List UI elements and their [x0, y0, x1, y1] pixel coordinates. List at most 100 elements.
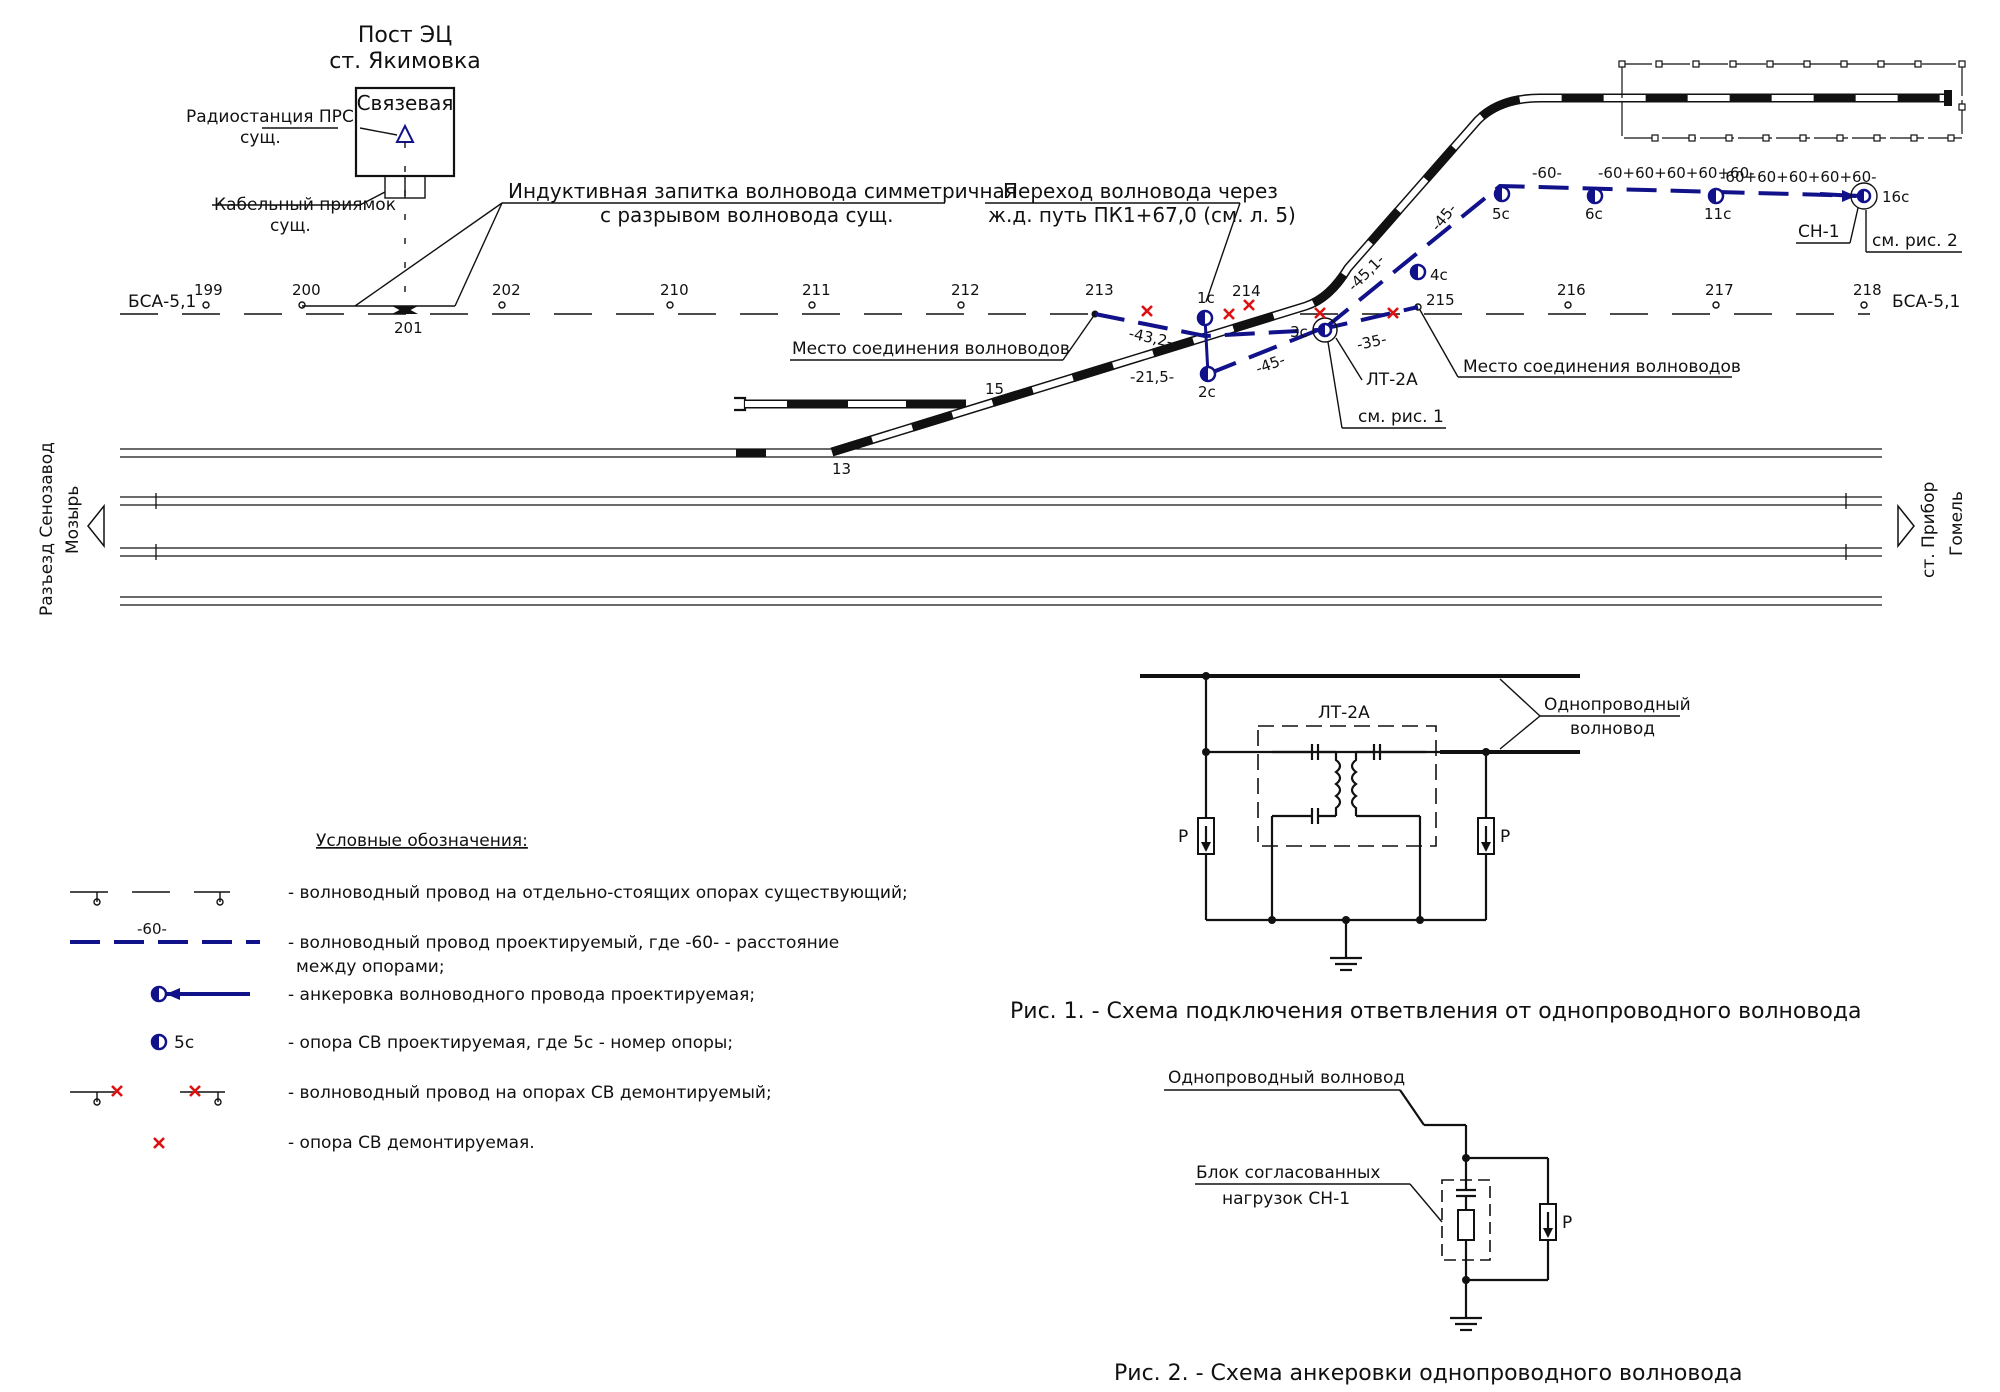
svg-text:-60-: -60- [1532, 164, 1562, 182]
svg-text:199: 199 [194, 281, 223, 299]
pole-4c: 4с [1409, 263, 1448, 284]
figure-1: Однопроводный волновод ЛТ-2А Р Р [1010, 672, 1862, 1024]
sn1-label: СН-1 [1798, 222, 1840, 242]
post-room-label: Связевая [357, 91, 454, 115]
pole-199: 199 [194, 281, 223, 309]
legend-existing-line: - волноводный провод на отдельно-стоящих… [70, 883, 908, 906]
pole-216: 216 [1557, 281, 1586, 309]
pole-201: 201 [394, 319, 423, 337]
transformer-icon [1334, 752, 1342, 816]
pole-202: 202 [492, 281, 521, 309]
pole-6c: 6с [1585, 187, 1604, 223]
join-right-label: Место соединения волноводов [1463, 357, 1741, 377]
svg-text:16с: 16с [1882, 188, 1909, 206]
removed-poles [1141, 299, 1399, 320]
svg-text:201: 201 [394, 319, 423, 337]
svg-text:Гомель: Гомель [1947, 491, 1967, 556]
main-tracks [120, 448, 1882, 606]
svg-text:-60+60+60+60+60-: -60+60+60+60+60- [1720, 168, 1877, 186]
radio-station-icon [395, 123, 415, 143]
pole-1c: 1с [1196, 289, 1215, 327]
svg-text:нагрузок СН-1: нагрузок СН-1 [1222, 1189, 1350, 1209]
lt2a-label: ЛТ-2А [1366, 370, 1418, 390]
pole-210: 210 [660, 281, 689, 309]
existing-poles: 199 200 201 202 210 211 212 213 214 215 … [194, 281, 1882, 337]
pole-212: 212 [951, 281, 980, 309]
svg-text:213: 213 [1085, 281, 1114, 299]
svg-text:5с: 5с [1492, 205, 1510, 223]
svg-text:215: 215 [1426, 291, 1455, 309]
svg-text:1с: 1с [1197, 289, 1215, 307]
svg-text:Р: Р [1562, 1213, 1572, 1233]
legend-removed-pole: - опора СВ демонтируемая. [153, 1133, 535, 1153]
new-poles: 1с 2с 3с 4с 5с 6с 11с 16с [1196, 182, 1909, 401]
post-title: Пост ЭЦ [358, 23, 452, 48]
svg-text:211: 211 [802, 281, 831, 299]
post-station: ст. Якимовка [329, 49, 481, 74]
inductive-feed-callout: Индуктивная запитка волновода симметричн… [354, 179, 1017, 307]
removed-pole-x [1223, 308, 1235, 320]
svg-text:-35-: -35- [1355, 330, 1388, 354]
svg-text:-60+60+60+60+60-: -60+60+60+60+60- [1598, 164, 1755, 182]
radio-callout-1: Радиостанция ПРС [186, 107, 354, 127]
pole-3c: 3с [1290, 317, 1338, 343]
svg-text:210: 210 [660, 281, 689, 299]
svg-text:218: 218 [1853, 281, 1882, 299]
bsa-right-label: БСА-5,1 [1892, 292, 1960, 312]
svg-text:216: 216 [1557, 281, 1586, 299]
direction-right: ст. Прибор Гомель [1897, 482, 1967, 578]
pole-11c: 11с [1704, 187, 1731, 223]
pole-214: 214 [1232, 282, 1261, 300]
svg-text:ст. Прибор: ст. Прибор [1919, 482, 1939, 578]
svg-text:202: 202 [492, 281, 521, 299]
svg-text:212: 212 [951, 281, 980, 299]
pole-16c: 16с [1850, 182, 1909, 210]
pole-218: 218 [1853, 281, 1882, 309]
post-building: Пост ЭЦ ст. Якимовка Связевая Радиостанц… [186, 23, 481, 302]
track-3 [120, 544, 1882, 560]
switch-15-label: 15 [985, 380, 1004, 398]
cable-callout-2: сущ. [270, 216, 311, 236]
svg-text:-60-: -60- [137, 920, 167, 938]
svg-text:- волноводный провод на опорах: - волноводный провод на опорах СВ демонт… [288, 1083, 772, 1103]
switch-13-label: 13 [832, 460, 851, 478]
svg-text:200: 200 [292, 281, 321, 299]
pole-217: 217 [1705, 281, 1734, 309]
svg-text:Индуктивная запитка волновода: Индуктивная запитка волновода симметричн… [508, 179, 1017, 203]
track-1-black-segment [736, 449, 766, 457]
fig1-caption: Рис. 1. - Схема подключения ответвления … [1010, 999, 1862, 1024]
pole-2c: 2с [1198, 365, 1217, 401]
svg-text:-21,5-: -21,5- [1130, 368, 1174, 386]
junction-callouts: Место соединения волноводов Место соедин… [790, 207, 1962, 429]
svg-text:-45-: -45- [1427, 200, 1460, 234]
lt2a-block-label: ЛТ-2А [1318, 703, 1370, 723]
pole-211: 211 [802, 281, 831, 309]
existing-waveguide-line: БСА-5,1 БСА-5,1 [120, 292, 1960, 315]
svg-text:Р: Р [1500, 827, 1510, 847]
legend: Условные обозначения: - волноводный пров… [70, 831, 908, 1153]
crossing-callout: Переход волновода через ж.д. путь ПК1+67… [985, 179, 1296, 303]
legend-removed-line: - волноводный провод на опорах СВ демонт… [70, 1083, 772, 1106]
svg-text:Однопроводный: Однопроводный [1544, 695, 1691, 715]
removed-pole-x [1314, 307, 1326, 319]
svg-text:между опорами;: между опорами; [296, 957, 445, 977]
pole-200: 200 [292, 281, 321, 309]
legend-new-pole: 5с - опора СВ проектируемая, где 5с - но… [150, 1033, 733, 1053]
svg-text:-45,1-: -45,1- [1344, 251, 1388, 295]
see-fig1-label: см. рис. 1 [1358, 407, 1444, 427]
svg-text:- опора СВ демонтируемая.: - опора СВ демонтируемая. [288, 1133, 535, 1153]
siding-track: 15 [734, 380, 1004, 412]
svg-text:Переход волновода через: Переход волновода через [1003, 179, 1278, 203]
svg-text:- волноводный провод проектиру: - волноводный провод проектируемый, где … [288, 933, 839, 953]
left-arrow-icon [87, 503, 105, 549]
svg-text:5с: 5с [174, 1033, 194, 1053]
svg-text:с разрывом волновода сущ.: с разрывом волновода сущ. [600, 203, 894, 227]
svg-text:4с: 4с [1430, 266, 1448, 284]
track-1 [120, 448, 1882, 458]
ground-icon [1330, 956, 1362, 972]
bsa-left-label: БСА-5,1 [128, 292, 196, 312]
removed-pole-x [1141, 305, 1153, 317]
track-2 [120, 493, 1882, 509]
legend-title: Условные обозначения: [316, 831, 528, 851]
legend-new-line: -60- - волноводный провод проектируемый,… [70, 920, 839, 977]
